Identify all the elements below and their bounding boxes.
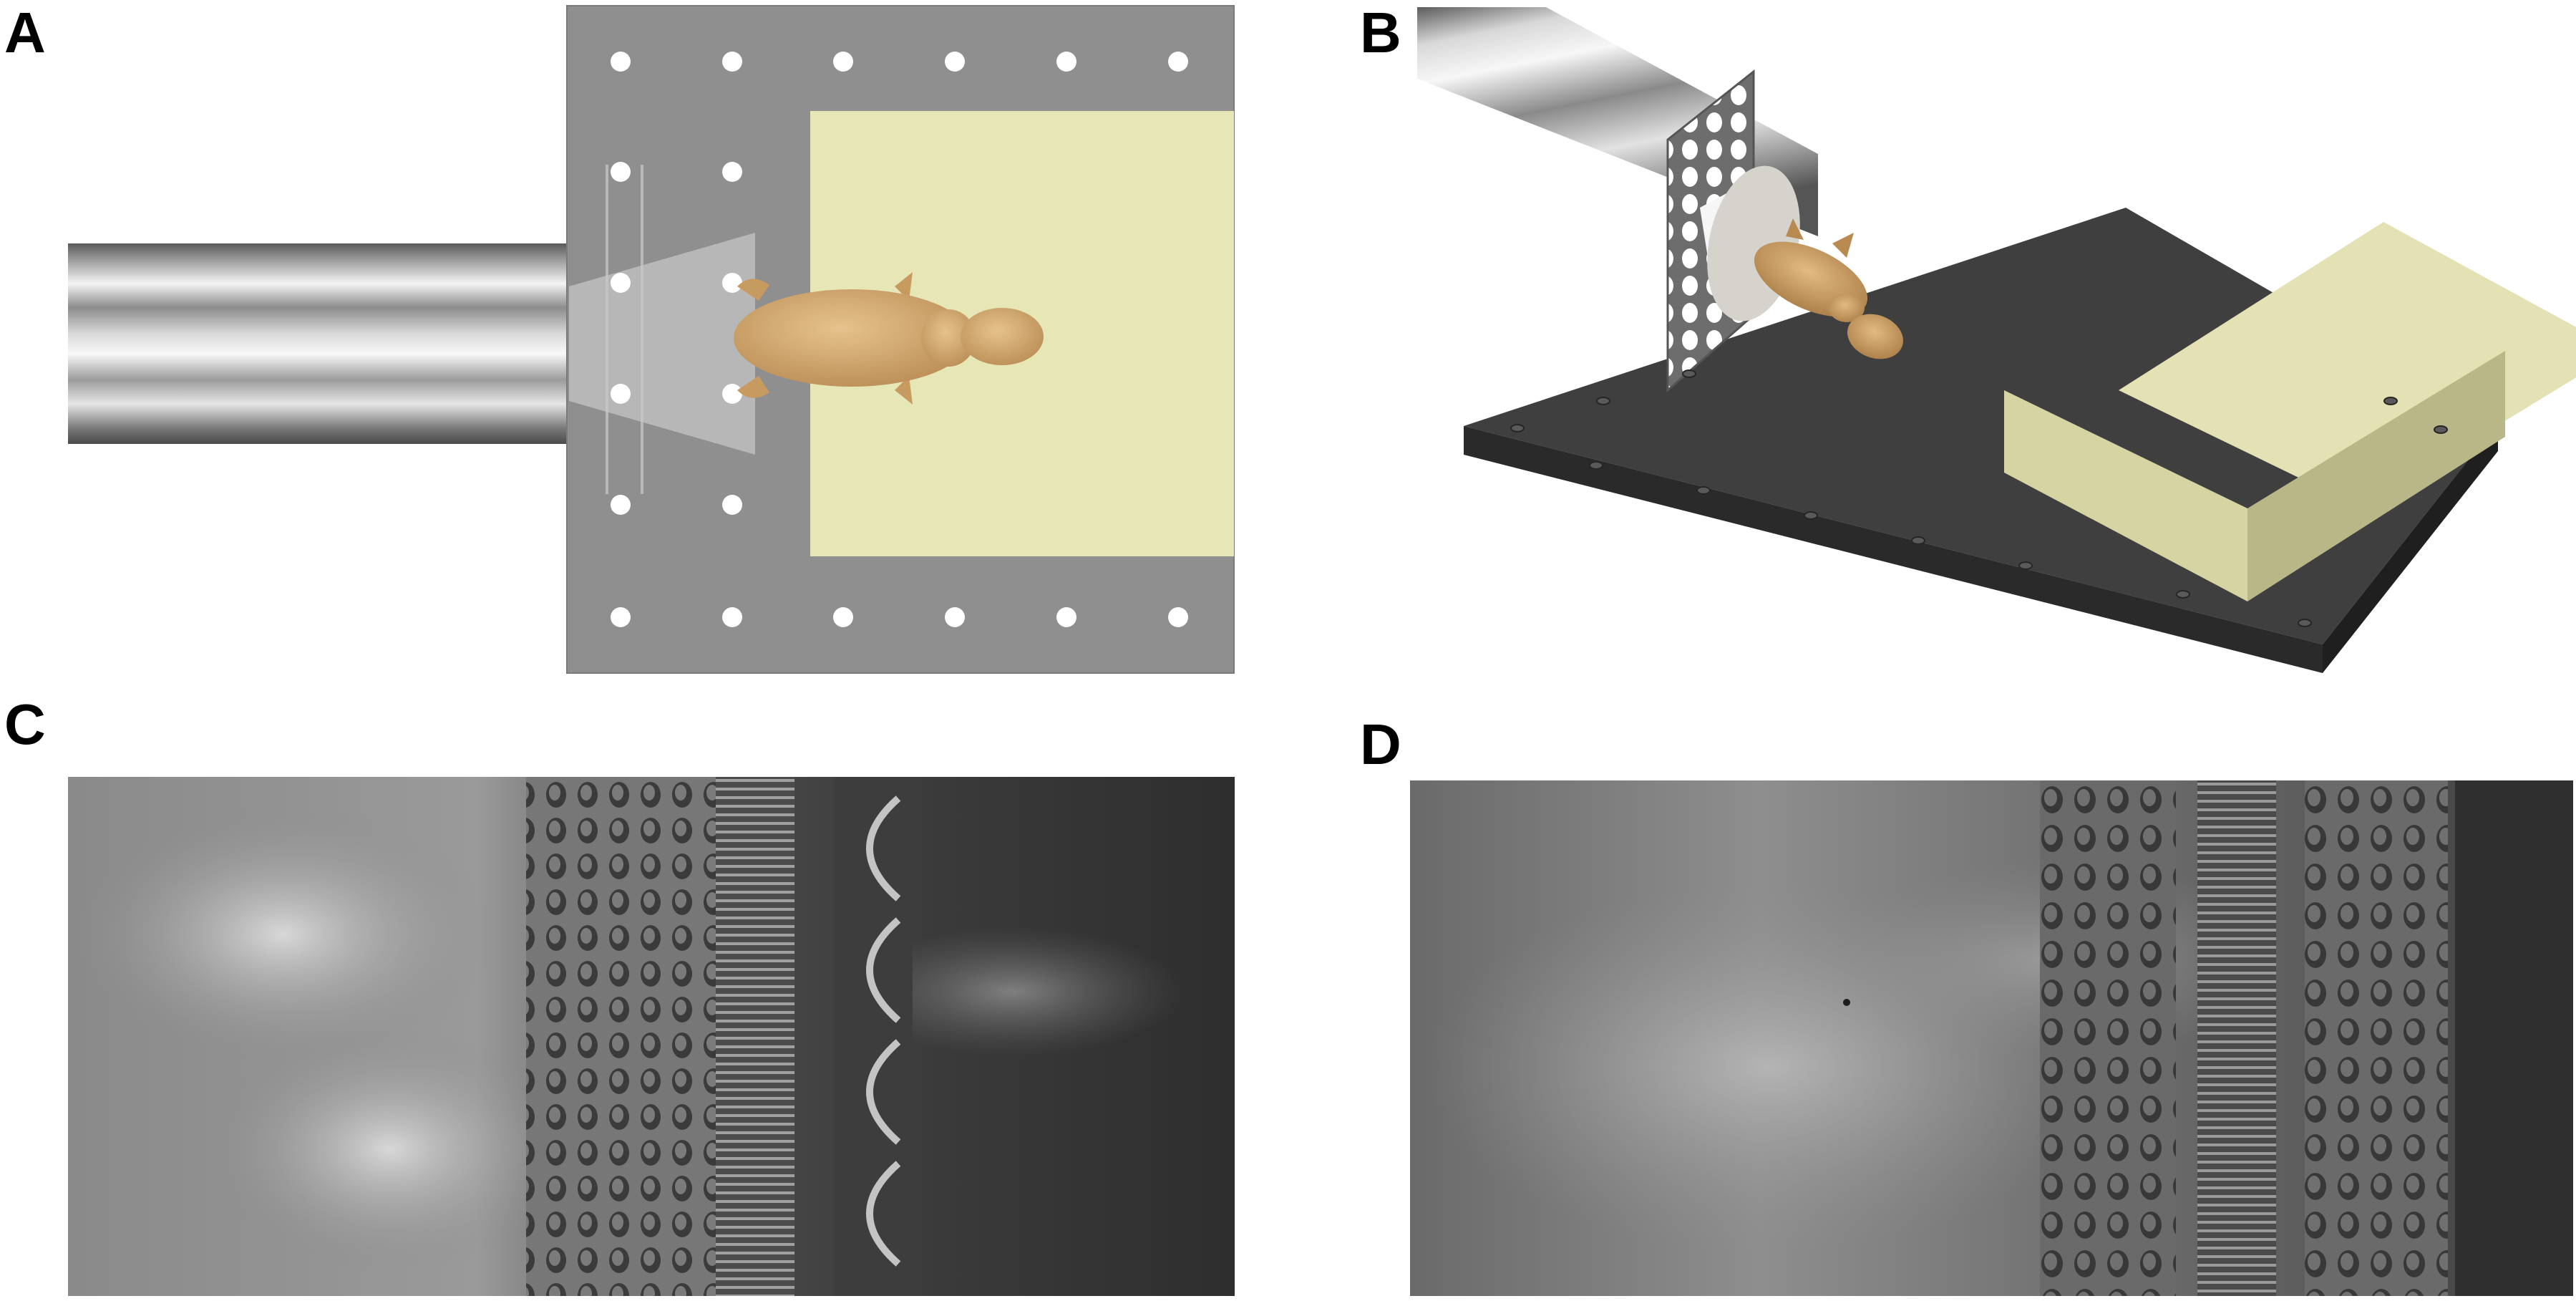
photo-c-clamps: [866, 795, 901, 1267]
photo-c-cloud-1: [68, 806, 497, 1063]
photo-d-perforated-mesh-right: [2305, 780, 2448, 1296]
plate-holes-a: [611, 52, 1188, 627]
panel-label-b: B: [1360, 1, 1401, 64]
base-plate-side-right: [2323, 422, 2498, 673]
panel-d-image: [1410, 780, 2573, 1296]
photo-d-perforated-mesh-left: [2040, 780, 2176, 1296]
panel-label-c: C: [4, 692, 46, 756]
panel-label-a: A: [4, 1, 46, 64]
photo-d-dark-edge: [2455, 780, 2573, 1296]
dummy-b: [1754, 218, 1903, 359]
dummy-a: [734, 272, 1044, 405]
pipe-a: [68, 243, 569, 444]
photo-d-dark-speck: [1843, 999, 1850, 1006]
panel-c-image: [68, 777, 1235, 1296]
base-holes-b: [1510, 369, 2448, 627]
photo-c-cloud-3: [841, 927, 1185, 1056]
panel-a-top-view: [0, 0, 1260, 687]
photo-c-cloud-2: [204, 1027, 576, 1271]
panel-a-figure: [68, 5, 1235, 674]
foam-block-b-front: [2004, 390, 2247, 601]
panel-c-photo: [68, 777, 1235, 1296]
panel-b-isometric: [1288, 0, 2576, 687]
foam-block-b-side: [2247, 351, 2505, 601]
photo-c-spring: [716, 777, 794, 1296]
panel-b-figure: [1417, 7, 2576, 673]
photo-c-perforated-mesh: [526, 777, 734, 1296]
base-plate-side-left: [1464, 426, 2323, 673]
panel-label-d: D: [1360, 712, 1401, 776]
photo-d-spring: [2197, 780, 2276, 1296]
panel-d-photo: [1410, 780, 2573, 1296]
